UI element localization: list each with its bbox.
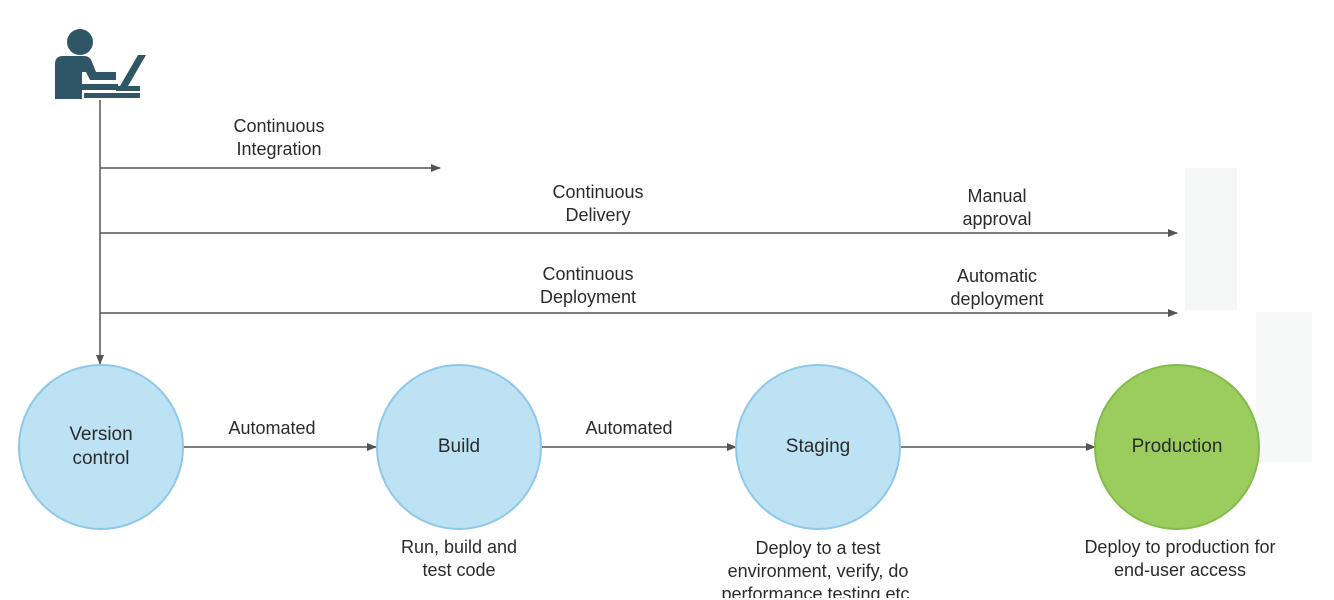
staging-desc-line2: environment, verify, do (727, 561, 909, 581)
vc-to-build-label: Automated (228, 418, 316, 438)
manual-approval-line2: approval (962, 209, 1032, 229)
cdeploy-label-line2: Deployment (539, 287, 637, 307)
automatic-deployment-label: Automatic deployment (917, 265, 1077, 311)
automatic-deployment-line2: deployment (950, 289, 1044, 309)
build-node (376, 364, 542, 530)
manual-approval-line1: Manual (967, 186, 1027, 206)
staging-node (735, 364, 901, 530)
version-control-node (18, 364, 184, 530)
version-control-line2: control (72, 448, 130, 469)
version-control-label: Version control (31, 423, 171, 471)
ci-label-line2: Integration (236, 139, 322, 159)
staging-description: Deploy to a test environment, verify, do… (688, 537, 948, 598)
production-node (1094, 364, 1260, 530)
ci-label-line1: Continuous (233, 116, 325, 136)
cdeploy-label-line1: Continuous (542, 264, 634, 284)
ci-label: Continuous Integration (199, 115, 359, 161)
staging-label: Staging (785, 436, 851, 457)
cdelivery-label: Continuous Delivery (518, 181, 678, 227)
automatic-deployment-line1: Automatic (956, 266, 1038, 286)
cdelivery-label-line2: Delivery (565, 205, 631, 225)
developer-at-laptop-icon (55, 29, 146, 99)
cdeploy-label: Continuous Deployment (508, 263, 668, 309)
build-to-staging-label: Automated (585, 418, 673, 438)
background-artifact (1185, 168, 1237, 310)
staging-desc-line3: performance testing etc. (721, 584, 915, 598)
build-desc-line2: test code (422, 560, 496, 580)
build-description: Run, build and test code (359, 536, 559, 582)
build-desc-line1: Run, build and (400, 537, 518, 557)
build-label: Build (437, 436, 481, 457)
cdelivery-label-line1: Continuous (552, 182, 644, 202)
production-desc-line1: Deploy to production for (1084, 537, 1276, 557)
production-description: Deploy to production for end-user access (1045, 536, 1315, 582)
background-artifact (1256, 312, 1312, 462)
production-label: Production (1131, 436, 1223, 457)
version-control-line1: Version (69, 424, 133, 445)
staging-desc-line1: Deploy to a test (755, 538, 881, 558)
production-desc-line2: end-user access (1113, 560, 1247, 580)
manual-approval-label: Manual approval (917, 185, 1077, 231)
